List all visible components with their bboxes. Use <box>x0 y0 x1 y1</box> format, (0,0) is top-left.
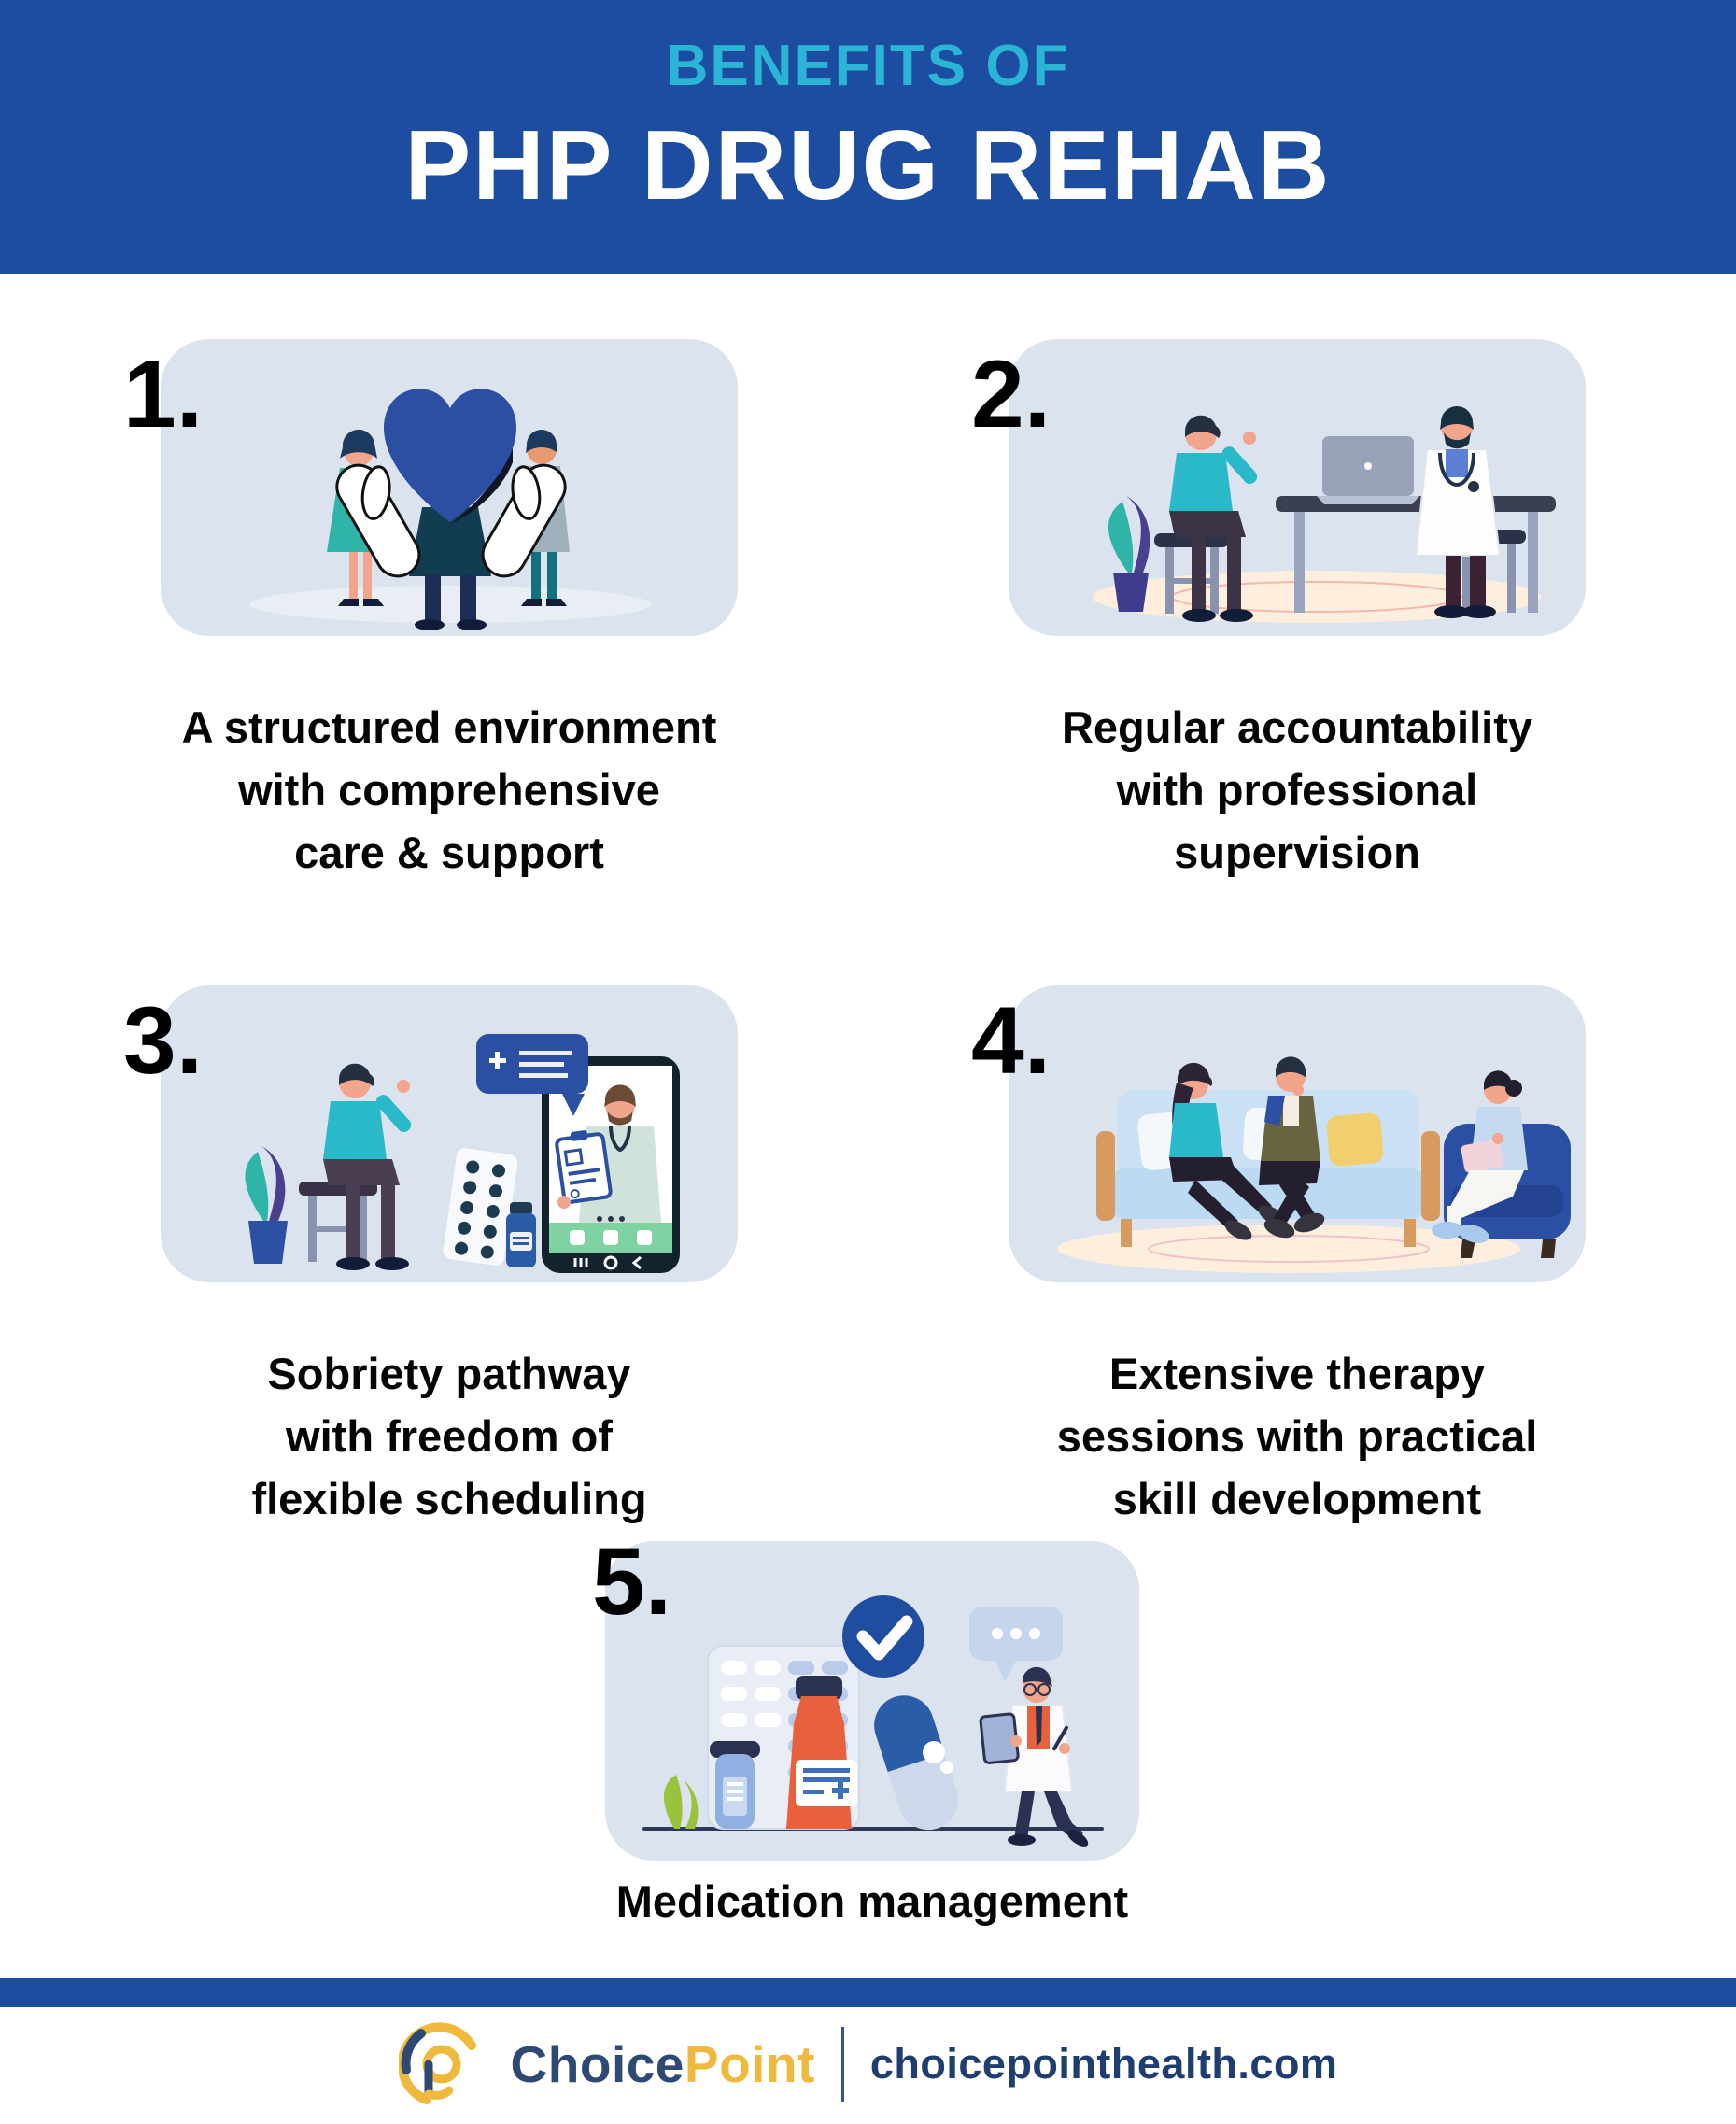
benefit-item-5: 5. <box>592 1534 1139 1926</box>
people-holding-heart-illustration <box>249 389 651 630</box>
benefit-caption: Regular accountability with professional… <box>1061 702 1533 877</box>
benefit-number: 3. <box>123 987 204 1094</box>
brand-name-point: Point <box>684 2034 815 2093</box>
medication-management-illustration <box>642 1595 1104 1847</box>
benefit-item-1: 1. <box>123 339 738 877</box>
logo-separator <box>840 2027 844 2102</box>
header-banner: BENEFITS OF PHP DRUG REHAB <box>0 0 1736 274</box>
brand-name-choice: Choice <box>510 2034 685 2093</box>
group-therapy-session-illustration <box>1057 1056 1571 1273</box>
benefit-item-4: 4. <box>971 985 1586 1523</box>
doctor-patient-consultation-illustration <box>1093 405 1556 623</box>
benefit-caption: Extensive therapy sessions with practica… <box>1056 1349 1538 1523</box>
brand-name: ChoicePoint <box>511 2038 815 2090</box>
benefit-number: 1. <box>123 341 204 447</box>
footer-divider-bar <box>0 1978 1736 2007</box>
benefit-caption: Medication management <box>615 1876 1129 1926</box>
benefit-item-3: 3. <box>123 985 738 1523</box>
benefit-caption: Sobriety pathway with freedom of flexibl… <box>251 1349 647 1523</box>
website-url: choicepointhealth.com <box>869 2040 1338 2088</box>
benefit-number: 4. <box>971 987 1051 1094</box>
benefit-item-2: 2. <box>971 339 1586 877</box>
benefit-card <box>1009 339 1586 636</box>
page-title: PHP DRUG REHAB <box>404 110 1332 220</box>
benefit-number: 2. <box>971 341 1051 447</box>
benefit-caption: A structured environment with comprehens… <box>181 702 717 877</box>
benefit-card <box>1009 985 1586 1282</box>
benefit-number: 5. <box>592 1528 672 1635</box>
benefit-card <box>161 985 738 1282</box>
benefit-card <box>605 1541 1139 1861</box>
choicepoint-logo <box>398 2022 476 2104</box>
telehealth-doctor-phone-illustration <box>245 1034 680 1273</box>
benefit-card <box>161 339 738 636</box>
header-kicker: BENEFITS OF <box>666 34 1070 98</box>
footer: ChoicePoint choicepointhealth.com <box>0 2013 1736 2116</box>
